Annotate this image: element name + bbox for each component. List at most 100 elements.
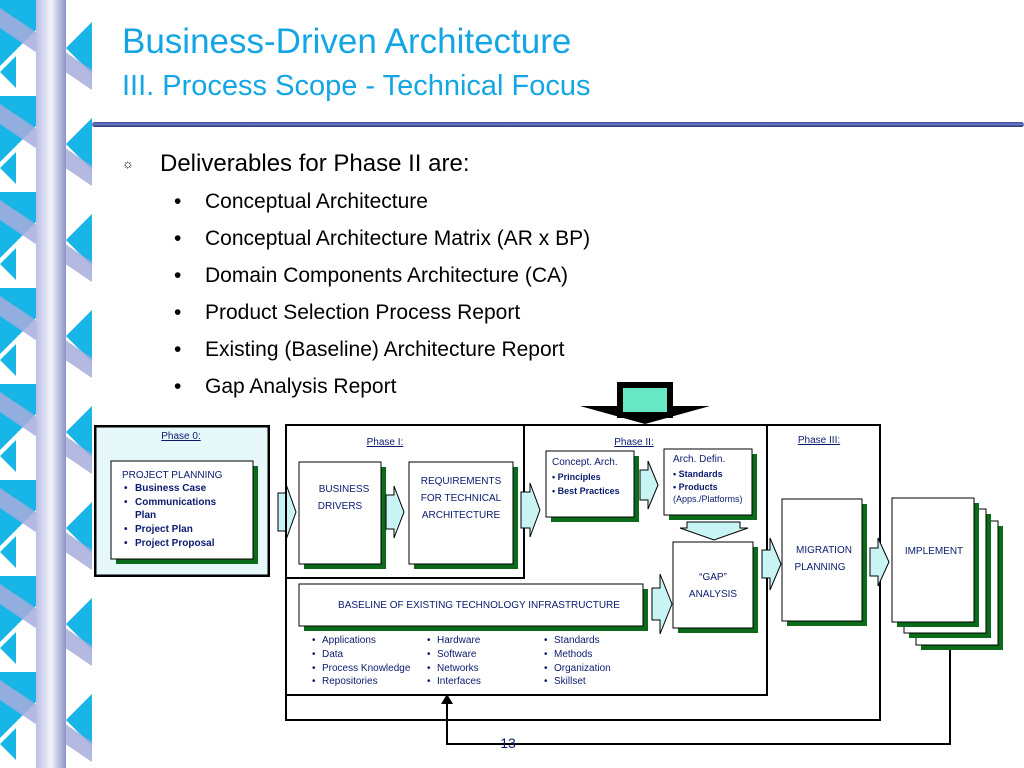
baseline-item: Applications — [322, 635, 376, 646]
list-heading: Deliverables for Phase II are: — [160, 150, 470, 177]
requirements-box — [408, 461, 514, 565]
flow-arrow — [679, 521, 749, 541]
phase0-group: Phase 0: PROJECT PLANNING • Business Cas… — [94, 425, 270, 577]
requirements-text: FOR TECHNICAL — [421, 493, 502, 504]
implement-stack: IMPLEMENT — [891, 497, 1003, 650]
baseline-item: Interfaces — [437, 676, 481, 687]
bullet-icon: • — [544, 663, 548, 674]
planning-item: Project Proposal — [135, 538, 215, 549]
arch-defin-item: (Apps./Platforms) — [673, 494, 743, 504]
flow-arrow — [639, 460, 659, 510]
arch-defin-box — [663, 448, 753, 516]
bullet-icon: • — [312, 676, 316, 687]
flow-arrow — [651, 573, 673, 635]
phase2-label: Phase II: — [614, 437, 653, 448]
baseline-box — [298, 583, 644, 627]
bullet-icon: • — [174, 264, 182, 287]
baseline-item: Data — [322, 649, 344, 660]
phase-divider — [286, 425, 768, 696]
concept-arch-item: • Best Practices — [552, 486, 620, 496]
gap-analysis-box — [672, 541, 754, 629]
baseline-title: BASELINE OF EXISTING TECHNOLOGY INFRASTR… — [338, 600, 620, 611]
bullet-icon: • — [312, 635, 316, 646]
bullet-icon: • — [544, 649, 548, 660]
sun-bullet-icon: ☼ — [122, 156, 134, 171]
bullet-icon: • — [174, 338, 182, 361]
business-drivers-text: DRIVERS — [318, 501, 363, 512]
list-heading-row: ☼ Deliverables for Phase II are: — [120, 146, 720, 182]
title-divider — [92, 122, 1024, 127]
list-item-text: Conceptual Architecture Matrix (AR x BP) — [205, 227, 591, 250]
list-item: • Conceptual Architecture Matrix (AR x B… — [168, 227, 728, 257]
planning-item: Project Plan — [135, 524, 193, 535]
list-item-text: Domain Components Architecture (CA) — [205, 264, 568, 287]
baseline-details: • Applications • Data • Process Knowledge •… — [312, 635, 611, 687]
baseline-item: Hardware — [437, 635, 481, 646]
baseline-item: Organization — [554, 663, 611, 674]
bullet-icon: • — [544, 676, 548, 687]
bullet-icon: • — [427, 635, 431, 646]
implement-box — [891, 497, 975, 623]
slide-title: Business-Driven Architecture — [122, 22, 572, 61]
project-planning-title: PROJECT PLANNING — [122, 470, 223, 481]
page-number: 13 — [500, 735, 516, 751]
bullet-icon: • — [544, 635, 548, 646]
list-item-text: Product Selection Process Report — [205, 301, 521, 324]
baseline-item: Skillset — [554, 676, 586, 687]
flow-arrow — [761, 537, 782, 591]
planning-item: Plan — [135, 510, 156, 521]
flow-arrow — [869, 537, 890, 587]
list-item-text: Conceptual Architecture — [205, 190, 428, 213]
arch-defin-item: • Standards — [673, 469, 723, 479]
list-item: • Existing (Baseline) Architecture Repor… — [168, 338, 728, 368]
business-drivers-box — [298, 461, 382, 565]
baseline-item: Repositories — [322, 676, 378, 687]
bullet-icon: • — [124, 497, 128, 508]
requirements-text: ARCHITECTURE — [422, 510, 501, 521]
phase-frame — [285, 424, 881, 721]
bullet-icon: • — [427, 649, 431, 660]
list-item-text: Gap Analysis Report — [205, 375, 397, 398]
gap-analysis-text: ANALYSIS — [689, 589, 737, 600]
baseline-item: Methods — [554, 649, 592, 660]
bullet-icon: • — [312, 663, 316, 674]
bullet-icon: • — [312, 649, 316, 660]
concept-arch-box — [545, 450, 635, 518]
business-drivers-text: BUSINESS — [319, 484, 370, 495]
bullet-icon: • — [124, 524, 128, 535]
migration-planning-text: MIGRATION — [796, 545, 852, 556]
arch-defin-title: Arch. Defin. — [673, 454, 725, 465]
baseline-item: Software — [437, 649, 477, 660]
bullet-icon: • — [174, 227, 182, 250]
bullet-icon: • — [427, 663, 431, 674]
bullet-icon: • — [174, 301, 182, 324]
baseline-item: Process Knowledge — [322, 663, 411, 674]
list-item: • Gap Analysis Report — [168, 375, 728, 405]
gap-analysis-text: “GAP” — [699, 572, 727, 583]
baseline-item: Networks — [437, 663, 479, 674]
slide-subtitle: III. Process Scope - Technical Focus — [122, 70, 591, 102]
requirements-text: REQUIREMENTS — [421, 476, 502, 487]
decorative-ribbon — [0, 0, 92, 768]
bullet-icon: • — [124, 538, 128, 549]
phase2-highlight-arrow — [580, 382, 710, 424]
list-item-text: Existing (Baseline) Architecture Report — [205, 338, 565, 361]
planning-item: Business Case — [135, 483, 207, 494]
bullet-icon: • — [174, 190, 182, 213]
bullet-icon: • — [174, 375, 182, 398]
arch-defin-item: • Products — [673, 482, 718, 492]
concept-arch-item: • Principles — [552, 472, 601, 482]
planning-item: Communications — [135, 497, 217, 508]
phase3-label: Phase III: — [798, 435, 840, 446]
flow-arrow — [385, 485, 405, 539]
feedback-loop — [441, 645, 951, 745]
project-planning-box — [110, 460, 254, 560]
list-item: • Conceptual Architecture — [168, 190, 728, 220]
bullet-icon: • — [124, 483, 128, 494]
flow-arrow — [520, 482, 541, 538]
phase1-label: Phase I: — [367, 437, 404, 448]
migration-planning-text: PLANNING — [794, 562, 845, 573]
baseline-item: Standards — [554, 635, 600, 646]
